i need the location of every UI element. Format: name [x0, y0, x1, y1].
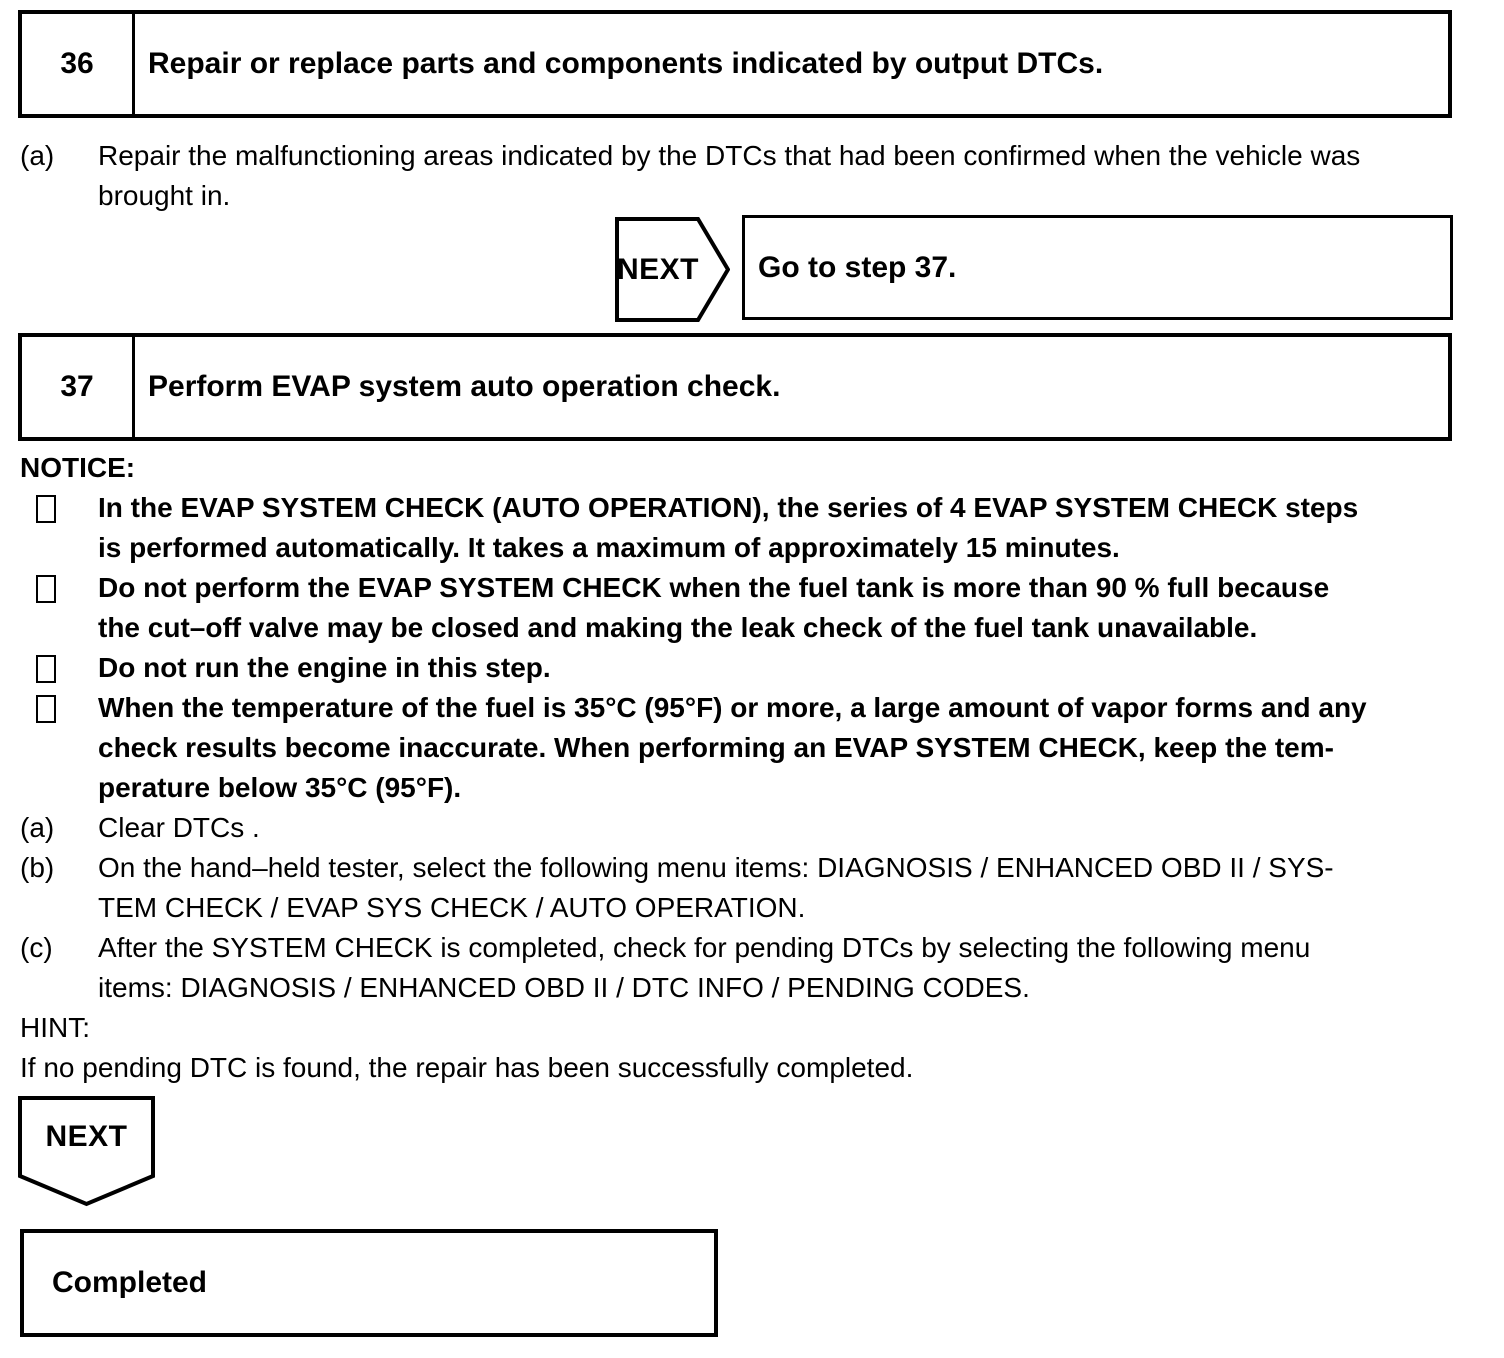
paragraph-text: After the SYSTEM CHECK is completed, che…: [98, 932, 1311, 1003]
step-37-number: 37: [22, 337, 135, 437]
open-square-bullet-icon: [36, 575, 56, 603]
step-37-paragraph-c: (c) After the SYSTEM CHECK is completed,…: [20, 928, 1490, 1008]
step-37-header: 37 Perform EVAP system auto operation ch…: [18, 333, 1452, 441]
notice-heading: NOTICE:: [20, 452, 136, 483]
next-arrow-step37: NEXT: [18, 1096, 155, 1207]
hint-text: If no pending DTC is found, the repair h…: [20, 1052, 914, 1083]
step-37-paragraph-a: (a) Clear DTCs .: [20, 808, 1490, 848]
notice-item-text: Do not perform the EVAP SYSTEM CHECK whe…: [98, 572, 1330, 643]
paragraph-label: (b): [20, 852, 55, 883]
hint-heading: HINT:: [20, 1012, 90, 1043]
next-arrow-label: NEXT: [45, 1120, 128, 1153]
next-arrow-step36: NEXT: [615, 217, 731, 322]
notice-item: In the EVAP SYSTEM CHECK (AUTO OPERATION…: [20, 488, 1490, 568]
paragraph-label: (a): [20, 140, 55, 171]
step-36-paragraph-a: (a) Repair the malfunctioning areas indi…: [20, 136, 1490, 216]
go-to-step-37-box: Go to step 37.: [742, 215, 1453, 320]
notice-list: In the EVAP SYSTEM CHECK (AUTO OPERATION…: [20, 488, 1490, 808]
next-right-arrow-icon: [615, 217, 731, 322]
paragraph-label: (c): [20, 932, 53, 963]
open-square-bullet-icon: [36, 695, 56, 723]
paragraph-label: (a): [20, 812, 55, 843]
notice-item-text: In the EVAP SYSTEM CHECK (AUTO OPERATION…: [98, 492, 1359, 563]
notice-item: When the temperature of the fuel is 35°C…: [20, 688, 1490, 808]
notice-item: Do not perform the EVAP SYSTEM CHECK whe…: [20, 568, 1490, 648]
open-square-bullet-icon: [36, 655, 56, 683]
step-37-paragraph-b: (b) On the hand–held tester, select the …: [20, 848, 1490, 928]
step-37-procedure: (a) Clear DTCs . (b) On the hand–held te…: [20, 808, 1490, 1008]
step-37-title: Perform EVAP system auto operation check…: [148, 370, 781, 403]
paragraph-text: Repair the malfunctioning areas indicate…: [98, 140, 1361, 211]
notice-item-text: Do not run the engine in this step.: [98, 652, 551, 683]
completed-text: Completed: [52, 1266, 208, 1299]
step-36-title: Repair or replace parts and components i…: [148, 47, 1104, 80]
go-to-step-37-text: Go to step 37.: [758, 250, 957, 284]
next-down-arrow-icon: [18, 1096, 155, 1207]
paragraph-text: Clear DTCs .: [98, 812, 260, 843]
notice-item: Do not run the engine in this step.: [20, 648, 1490, 688]
paragraph-text: On the hand–held tester, select the foll…: [98, 852, 1334, 923]
completed-box: Completed: [20, 1229, 718, 1337]
next-arrow-label: NEXT: [616, 252, 699, 286]
step-36-number: 36: [22, 14, 135, 114]
notice-item-text: When the temperature of the fuel is 35°C…: [98, 692, 1367, 803]
step-36-header: 36 Repair or replace parts and component…: [18, 10, 1452, 118]
open-square-bullet-icon: [36, 495, 56, 523]
